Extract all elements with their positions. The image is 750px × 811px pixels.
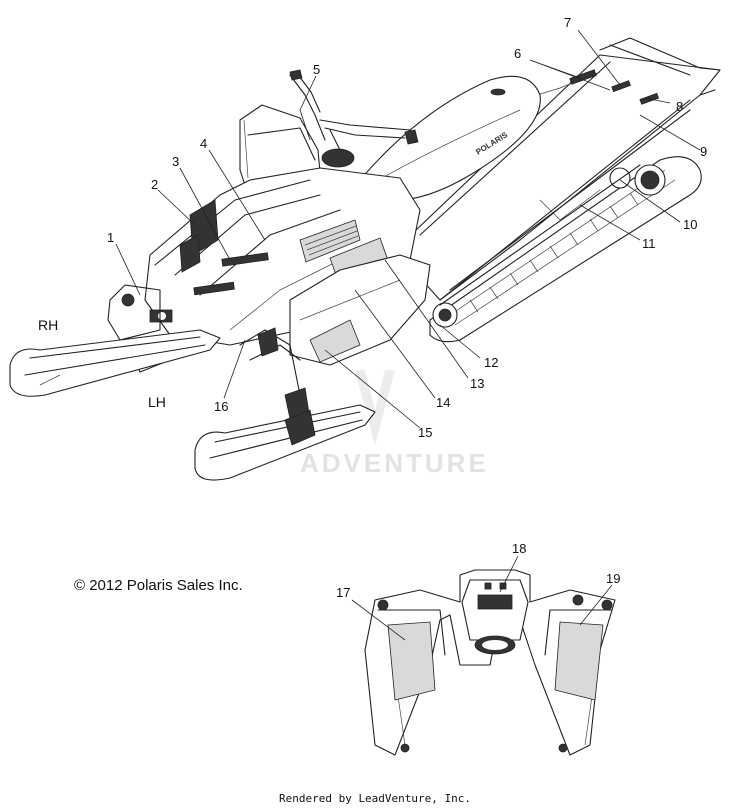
leader-13: [384, 259, 469, 379]
leader-18: [499, 555, 519, 593]
leader-4: [208, 149, 266, 241]
callout-1: 1: [107, 230, 114, 245]
callout-10: 10: [683, 217, 697, 232]
callout-8: 8: [676, 99, 683, 114]
callout-18: 18: [512, 541, 526, 556]
callout-12: 12: [484, 355, 498, 370]
callout-5: 5: [313, 62, 320, 77]
ski-left: [194, 404, 376, 481]
leader-15: [324, 349, 421, 429]
callout-15: 15: [418, 425, 432, 440]
callout-4: 4: [200, 136, 207, 151]
leader-14: [354, 289, 436, 399]
leader-2: [157, 189, 196, 226]
callout-7: 7: [564, 15, 571, 30]
side-panels: [289, 254, 431, 366]
watermark-logo-mark: [355, 370, 395, 445]
callout-3: 3: [172, 154, 179, 169]
leader-19: [579, 584, 613, 626]
callout-9: 9: [700, 144, 707, 159]
leader-lines: [115, 29, 701, 641]
leader-5: [299, 75, 317, 141]
hood-front-view: [364, 569, 616, 756]
leader-11: [579, 204, 641, 241]
callout-13: 13: [470, 376, 484, 391]
leadventure-watermark: ADVENTURE: [300, 370, 489, 478]
left-hand-label: LH: [148, 394, 166, 410]
ski-right: [9, 329, 221, 397]
leader-1: [115, 243, 141, 296]
callout-11: 11: [642, 236, 656, 251]
render-credit: Rendered by LeadVenture, Inc.: [278, 792, 472, 805]
snowmobile-assembly: POLARIS: [9, 37, 721, 481]
leader-8: [644, 97, 671, 104]
leader-3: [179, 167, 231, 261]
callout-19: 19: [606, 571, 620, 586]
leader-6: [529, 59, 611, 91]
leader-7: [577, 29, 621, 86]
leader-16: [223, 339, 246, 399]
leader-12: [439, 324, 481, 359]
handlebar: [289, 69, 419, 168]
callout-numbers: 1 2 3 4 5 6 7 8 9 10 11 12 13 14 15 16 1…: [107, 15, 707, 600]
tunnel-and-rails: [394, 37, 721, 343]
leader-10: [619, 179, 681, 223]
copyright-notice: © 2012 Polaris Sales Inc.: [74, 577, 243, 594]
callout-2: 2: [151, 177, 158, 192]
right-hand-label: RH: [38, 317, 58, 333]
callout-6: 6: [514, 46, 521, 61]
leader-17: [351, 599, 406, 641]
callout-17: 17: [336, 585, 350, 600]
watermark-text: ADVENTURE: [300, 448, 489, 478]
callout-16: 16: [214, 399, 228, 414]
leader-9: [639, 114, 701, 151]
callout-14: 14: [436, 395, 450, 410]
